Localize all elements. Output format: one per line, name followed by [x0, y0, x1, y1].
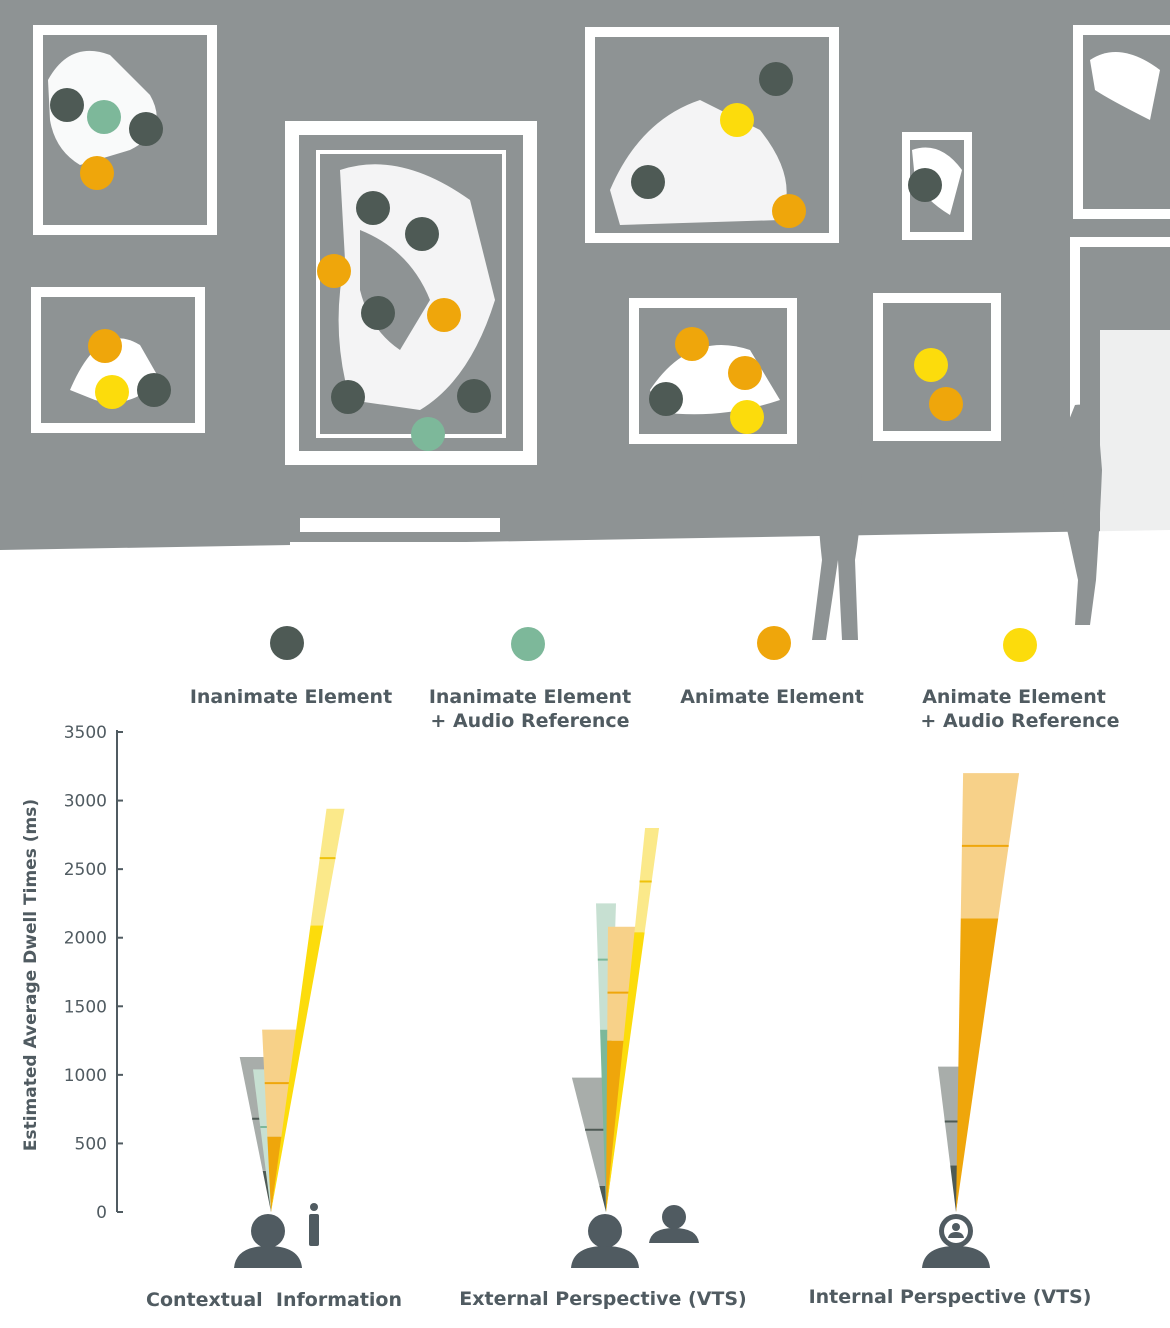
dot-inanimate [50, 88, 84, 122]
dot-inanimate [631, 165, 665, 199]
internal-perspective-icon [922, 1214, 990, 1268]
painting-right [873, 293, 1001, 441]
legend-item-inanimate-audio: Inanimate Element + Audio Reference [429, 627, 631, 732]
dot-animate-audio [95, 375, 129, 409]
legend-item-animate: Animate Element [680, 626, 864, 708]
fan-segment [310, 808, 345, 926]
dot-animate [88, 329, 122, 363]
painting-far-right [1073, 25, 1170, 219]
external-perspective-icon [571, 1205, 699, 1268]
visitor-silhouettes [812, 404, 1102, 640]
y-tick-label: 2000 [64, 929, 107, 949]
legend-label-line2: + Audio Reference [430, 710, 629, 732]
y-tick-label: 500 [75, 1134, 107, 1154]
fan-segment [606, 932, 645, 1212]
legend-label-line2: + Audio Reference [920, 710, 1119, 732]
y-tick-label: 3000 [64, 792, 107, 812]
y-axis-ticks: 0 500 1000 1500 2000 2500 3000 3500 [64, 723, 123, 1223]
y-tick-label: 1000 [64, 1066, 107, 1086]
dot-inanimate [405, 217, 439, 251]
dot-animate [675, 327, 709, 361]
dot-inanimate [356, 191, 390, 225]
dot-inanimate-audio [87, 100, 121, 134]
legend-item-animate-audio: Animate Element + Audio Reference [920, 628, 1120, 732]
legend-swatch-inanimate [270, 626, 304, 660]
contextual-information-icon [234, 1203, 319, 1268]
chart-series-marks [239, 773, 1020, 1212]
dot-inanimate [129, 112, 163, 146]
legend-label: Inanimate Element [429, 686, 631, 708]
legend: Inanimate Element Inanimate Element + Au… [190, 626, 1120, 732]
fan-segment [956, 918, 999, 1212]
fan-segment [271, 925, 324, 1212]
dot-animate [80, 156, 114, 190]
fan-animate-element-audio-reference-0 [271, 808, 345, 1212]
dot-animate-audio [730, 400, 764, 434]
legend-swatch-inanimate-audio [511, 627, 545, 661]
dot-inanimate-audio [411, 417, 445, 451]
dot-animate [929, 387, 963, 421]
dot-animate [317, 254, 351, 288]
painting-large-center [285, 121, 537, 592]
category-label-internal: Internal Perspective (VTS) [809, 1286, 1092, 1308]
y-tick-label: 3500 [64, 723, 107, 743]
legend-label: Animate Element [680, 686, 864, 708]
dot-inanimate [457, 379, 491, 413]
gallery-floor [0, 530, 1170, 1328]
dot-animate-audio [720, 103, 754, 137]
dot-inanimate [908, 168, 942, 202]
legend-swatch-animate-audio [1003, 628, 1037, 662]
y-tick-label: 1500 [64, 997, 107, 1017]
y-axis-label: Estimated Average Dwell Times (ms) [21, 799, 41, 1151]
legend-label: Inanimate Element [190, 686, 392, 708]
fan-animate-element-2 [956, 773, 1020, 1212]
category-label-external: External Perspective (VTS) [459, 1288, 747, 1310]
fan-segment [267, 1136, 283, 1212]
legend-swatch-animate [757, 626, 791, 660]
painting-element-dots [50, 62, 963, 451]
fan-animate-element-0 [262, 1029, 299, 1212]
category-label-contextual: Contextual Information [146, 1289, 402, 1311]
dot-animate-audio [914, 348, 948, 382]
dot-inanimate [137, 373, 171, 407]
dot-animate [772, 194, 806, 228]
fan-animate-element-audio-reference-1 [606, 828, 660, 1212]
dot-animate [427, 298, 461, 332]
dot-inanimate [361, 296, 395, 330]
legend-label: Animate Element [922, 686, 1106, 708]
dwell-time-chart: 0 500 1000 1500 2000 2500 3000 3500 Estimated A… [21, 723, 1091, 1311]
y-tick-label: 0 [96, 1203, 107, 1223]
fan-segment [634, 828, 660, 933]
dot-inanimate [331, 380, 365, 414]
dot-inanimate [759, 62, 793, 96]
legend-item-inanimate: Inanimate Element [190, 626, 392, 708]
y-tick-label: 2500 [64, 860, 107, 880]
dot-animate [728, 356, 762, 390]
dot-inanimate [649, 382, 683, 416]
